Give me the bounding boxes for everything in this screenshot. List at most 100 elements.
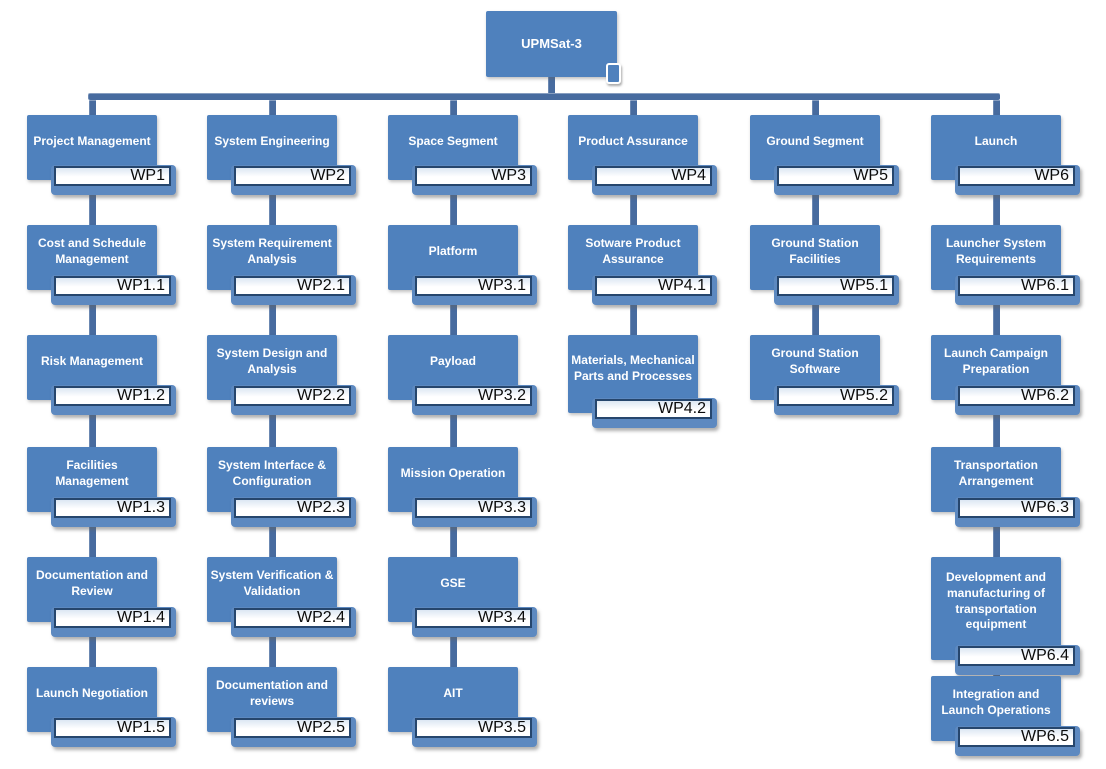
wp-tab: WP4.2	[592, 398, 717, 428]
node-wp3[interactable]: Space Segment WP3	[388, 115, 537, 195]
node-wp6-2[interactable]: Launch Campaign Preparation WP6.2	[931, 335, 1080, 415]
connector-stub-wp1	[89, 100, 96, 115]
wp-tab: WP4	[592, 165, 717, 195]
wp-label: WP6.1	[958, 276, 1075, 296]
wp-label: WP3.2	[415, 386, 532, 406]
wp-label: WP1	[54, 166, 171, 186]
node-title: Launch Negotiation	[36, 686, 148, 701]
wp-label: WP5	[777, 166, 894, 186]
node-title: Integration and Launch Operations	[941, 687, 1051, 717]
node-wp4[interactable]: Product Assurance WP4	[568, 115, 717, 195]
node-wp3-1[interactable]: Platform WP3.1	[388, 225, 537, 305]
node-title: Cost and Schedule Management	[37, 236, 147, 266]
wp-label: WP3.3	[415, 498, 532, 518]
node-title: Materials, Mechanical Parts and Processe…	[571, 352, 695, 383]
node-title: Development and manufacturing of transpo…	[945, 569, 1047, 632]
connector-horizontal-bar	[88, 93, 1000, 100]
node-title: System Interface & Configuration	[217, 458, 327, 488]
wp-tab: WP1.5	[51, 717, 176, 747]
wp-tab: WP6.3	[955, 497, 1080, 527]
wp-tab: WP5	[774, 165, 899, 195]
connector-stub-wp6	[993, 100, 1000, 115]
node-wp3-4[interactable]: GSE WP3.4	[388, 557, 537, 637]
wp-label: WP3.1	[415, 276, 532, 296]
wp-tab: WP5.2	[774, 385, 899, 415]
node-title: Ground Segment	[766, 134, 864, 149]
wp-tab: WP4.1	[592, 275, 717, 305]
connector-column-wp1	[89, 150, 96, 699]
wp-tab: WP2.4	[231, 607, 356, 637]
node-title: Space Segment	[408, 134, 498, 149]
node-title: Launch Campaign Preparation	[943, 346, 1048, 376]
node-title: Facilities Management	[55, 458, 129, 488]
node-wp2-2[interactable]: System Design and Analysis WP2.2	[207, 335, 356, 415]
node-title: Transportation Arrangement	[953, 458, 1038, 488]
node-wp6[interactable]: Launch WP6	[931, 115, 1080, 195]
node-title: Documentation and reviews	[215, 678, 328, 708]
node-wp1-4[interactable]: Documentation and Review WP1.4	[27, 557, 176, 637]
node-wp1-5[interactable]: Launch Negotiation WP1.5	[27, 667, 176, 747]
node-wp2-4[interactable]: System Verification & Validation WP2.4	[207, 557, 356, 637]
node-wp1-3[interactable]: Facilities Management WP1.3	[27, 447, 176, 527]
wp-tab: WP2.5	[231, 717, 356, 747]
collapse-indicator-icon[interactable]	[606, 63, 621, 84]
wp-tab: WP1	[51, 165, 176, 195]
node-title: Product Assurance	[578, 134, 688, 149]
wp-tab: WP2	[231, 165, 356, 195]
node-wp2-5[interactable]: Documentation and reviews WP2.5	[207, 667, 356, 747]
wp-label: WP2.1	[234, 276, 351, 296]
node-wp3-5[interactable]: AIT WP3.5	[388, 667, 537, 747]
node-title: Platform	[428, 244, 478, 259]
node-wp2-1[interactable]: System Requirement Analysis WP2.1	[207, 225, 356, 305]
node-wp3-3[interactable]: Mission Operation WP3.3	[388, 447, 537, 527]
wp-tab: WP1.1	[51, 275, 176, 305]
node-wp1[interactable]: Project Management WP1	[27, 115, 176, 195]
wp-tab: WP3.1	[412, 275, 537, 305]
node-wp5[interactable]: Ground Segment WP5	[750, 115, 899, 195]
connector-column-wp2	[269, 150, 276, 699]
wp-label: WP6.4	[958, 646, 1075, 666]
node-wp3-2[interactable]: Payload WP3.2	[388, 335, 537, 415]
node-title: GSE	[440, 576, 466, 591]
wp-label: WP1.1	[54, 276, 171, 296]
wp-label: WP2.4	[234, 608, 351, 628]
node-upmsat3[interactable]: UPMSat-3	[486, 11, 621, 84]
node-wp6-5[interactable]: Integration and Launch Operations WP6.5	[931, 676, 1080, 756]
node-wp4-1[interactable]: Sotware Product Assurance WP4.1	[568, 225, 717, 305]
connector-stub-wp2	[269, 100, 276, 115]
wp-tab: WP6.5	[955, 726, 1080, 756]
wp-tab: WP1.3	[51, 497, 176, 527]
node-title: Documentation and Review	[35, 568, 148, 598]
node-wp6-1[interactable]: Launcher System Requirements WP6.1	[931, 225, 1080, 305]
wp-tab: WP5.1	[774, 275, 899, 305]
wp-label: WP1.4	[54, 608, 171, 628]
connector-column-wp6	[993, 150, 1000, 708]
wp-label: WP6.2	[958, 386, 1075, 406]
wp-tab: WP6.4	[955, 645, 1080, 675]
wp-label: WP2	[234, 166, 351, 186]
wp-tab: WP1.2	[51, 385, 176, 415]
node-wp5-1[interactable]: Ground Station Facilities WP5.1	[750, 225, 899, 305]
node-title: Risk Management	[40, 354, 144, 369]
node-title: Ground Station Software	[771, 346, 859, 376]
node-title: UPMSat-3	[521, 36, 582, 52]
wp-label: WP4	[595, 166, 712, 186]
wp-tab: WP3.4	[412, 607, 537, 637]
node-wp1-2[interactable]: Risk Management WP1.2	[27, 335, 176, 415]
wp-label: WP5.1	[777, 276, 894, 296]
node-wp5-2[interactable]: Ground Station Software WP5.2	[750, 335, 899, 415]
node-title: Mission Operation	[400, 466, 506, 481]
wp-label: WP6	[958, 166, 1075, 186]
wp-label: WP5.2	[777, 386, 894, 406]
wp-tab: WP3	[412, 165, 537, 195]
node-wp6-3[interactable]: Transportation Arrangement WP6.3	[931, 447, 1080, 527]
wp-label: WP1.5	[54, 718, 171, 738]
node-wp2-3[interactable]: System Interface & Configuration WP2.3	[207, 447, 356, 527]
connector-root-stub	[548, 76, 555, 95]
node-wp1-1[interactable]: Cost and Schedule Management WP1.1	[27, 225, 176, 305]
node-wp2[interactable]: System Engineering WP2	[207, 115, 356, 195]
node-wp4-2[interactable]: Materials, Mechanical Parts and Processe…	[568, 335, 717, 428]
node-wp6-4[interactable]: Development and manufacturing of transpo…	[931, 557, 1080, 675]
wp-label: WP1.3	[54, 498, 171, 518]
